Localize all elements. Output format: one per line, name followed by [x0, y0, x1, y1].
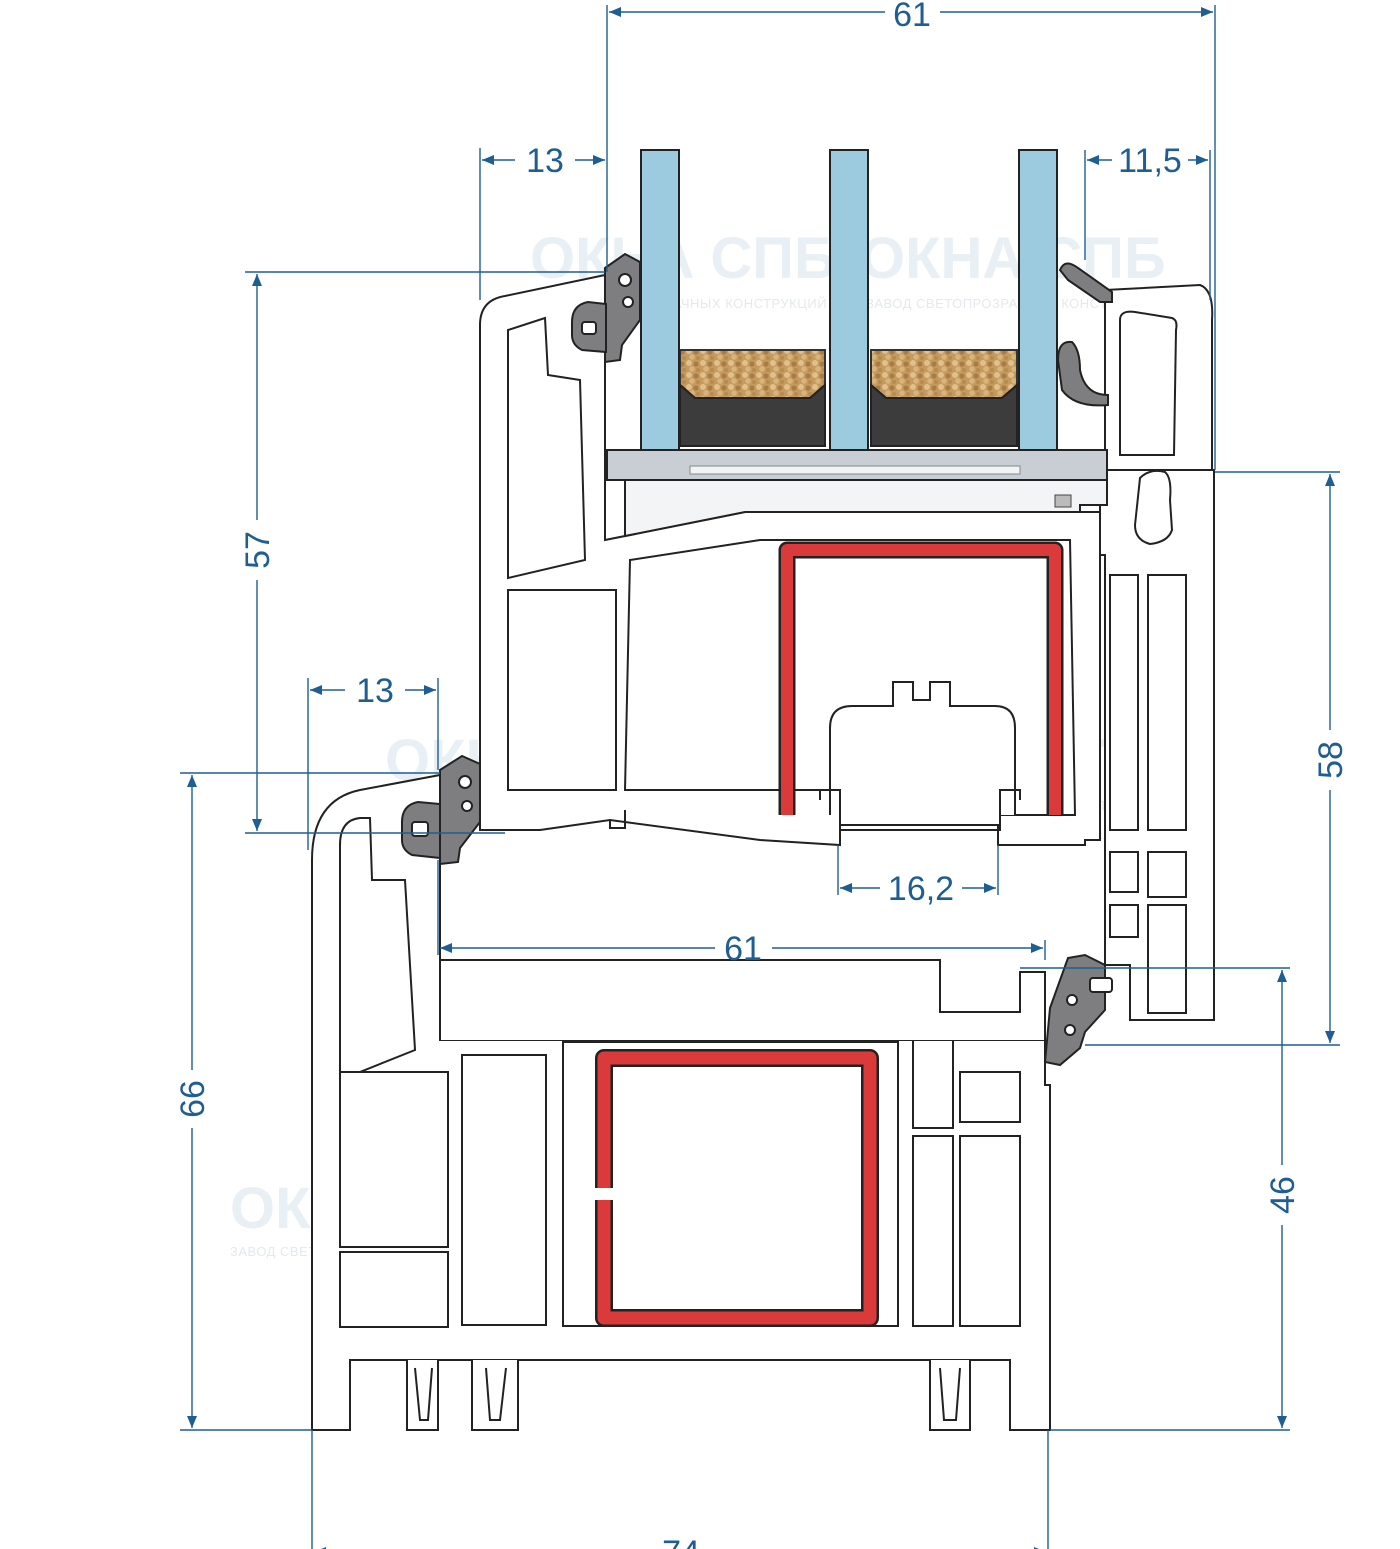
- dim-frame-height: 66: [174, 1080, 212, 1118]
- dim-sash-right-height: 58: [1312, 741, 1350, 779]
- dim-steel-width: 16,2: [888, 870, 954, 908]
- sash-outer-gasket: [604, 252, 641, 364]
- watermark-tagline: ЗАВОД СВЕТОПРОЗРАЧНЫХ КОНСТРУКЦИЙ: [866, 296, 1163, 311]
- gaskets: [401, 252, 1174, 1067]
- dim-top-right-offset: 11,5: [1118, 142, 1182, 180]
- dim-top-left-offset: 13: [526, 142, 564, 180]
- dim-frame-right-height: 46: [1264, 1176, 1302, 1214]
- frame-outer-gasket: [439, 754, 481, 866]
- glazing-unit: [606, 149, 1108, 538]
- glazing-bead-gasket: [1058, 262, 1113, 303]
- dim-top-width: 61: [893, 0, 931, 34]
- watermark-brand: ОКНА СПБ: [860, 226, 1166, 291]
- dimension-labels: 61 13 11,5 57 13 58 16,2 61 66 46 74: [174, 0, 1350, 1549]
- dim-frame-left-offset: 13: [356, 672, 394, 710]
- sash-steel-reinforcement: [778, 541, 1064, 815]
- frame-inner-gasket: [1043, 953, 1106, 1067]
- dimension-lines: [180, 5, 1340, 1549]
- frame-steel-reinforcement: [590, 1049, 879, 1327]
- dim-frame-width: 74: [662, 1534, 700, 1549]
- dim-frame-inner-width: 61: [724, 930, 762, 968]
- sash-profile: [479, 273, 1215, 1021]
- sash-center-boss: [819, 681, 1021, 831]
- dim-sash-left-height: 57: [239, 531, 277, 569]
